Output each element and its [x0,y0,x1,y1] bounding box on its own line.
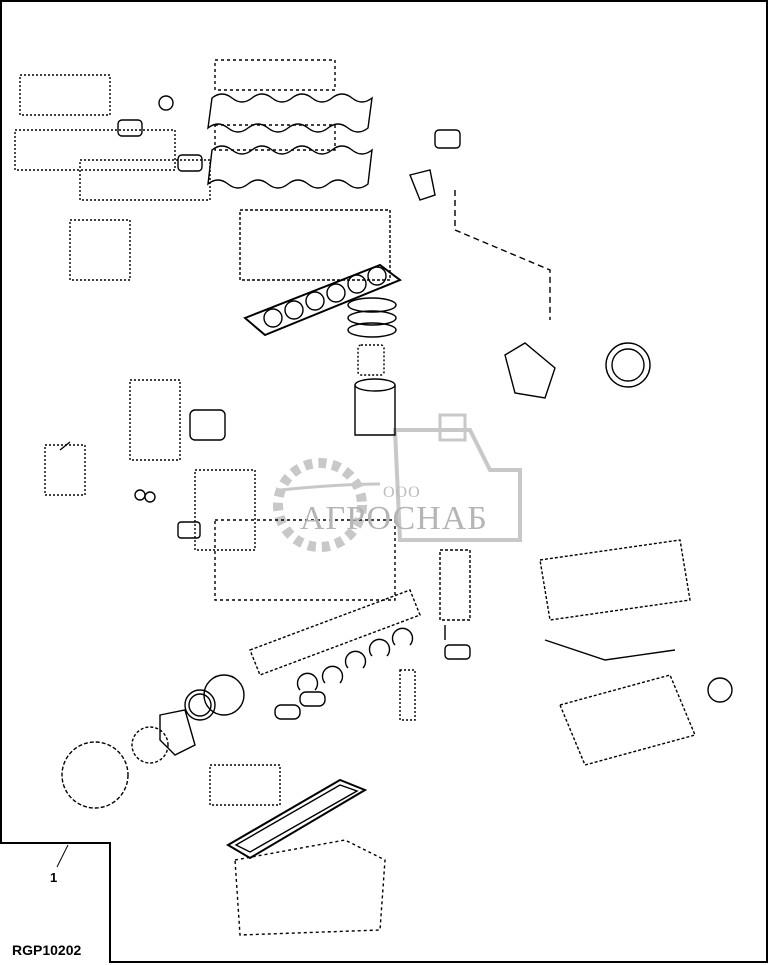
parts [14,59,733,936]
head-gasket [243,263,403,337]
oil-pan-gasket [226,778,368,860]
flywheel-housing-gasket [61,741,129,809]
watermark-prefix: ООО [383,484,421,501]
callout-label-1: 1 [50,870,58,885]
valve-cover-gasket [207,93,373,133]
figure-id: RGP10202 [12,942,82,958]
main-bearings [274,627,414,720]
valve-cover-gasket [207,145,373,189]
callout-leader-line [56,844,69,868]
manifold-gasket [117,119,143,137]
watermark-name: АГРОСНАБ [300,500,488,537]
seal-ring [605,342,651,388]
manifold-gasket [177,154,203,172]
watermark-logo [273,413,522,552]
